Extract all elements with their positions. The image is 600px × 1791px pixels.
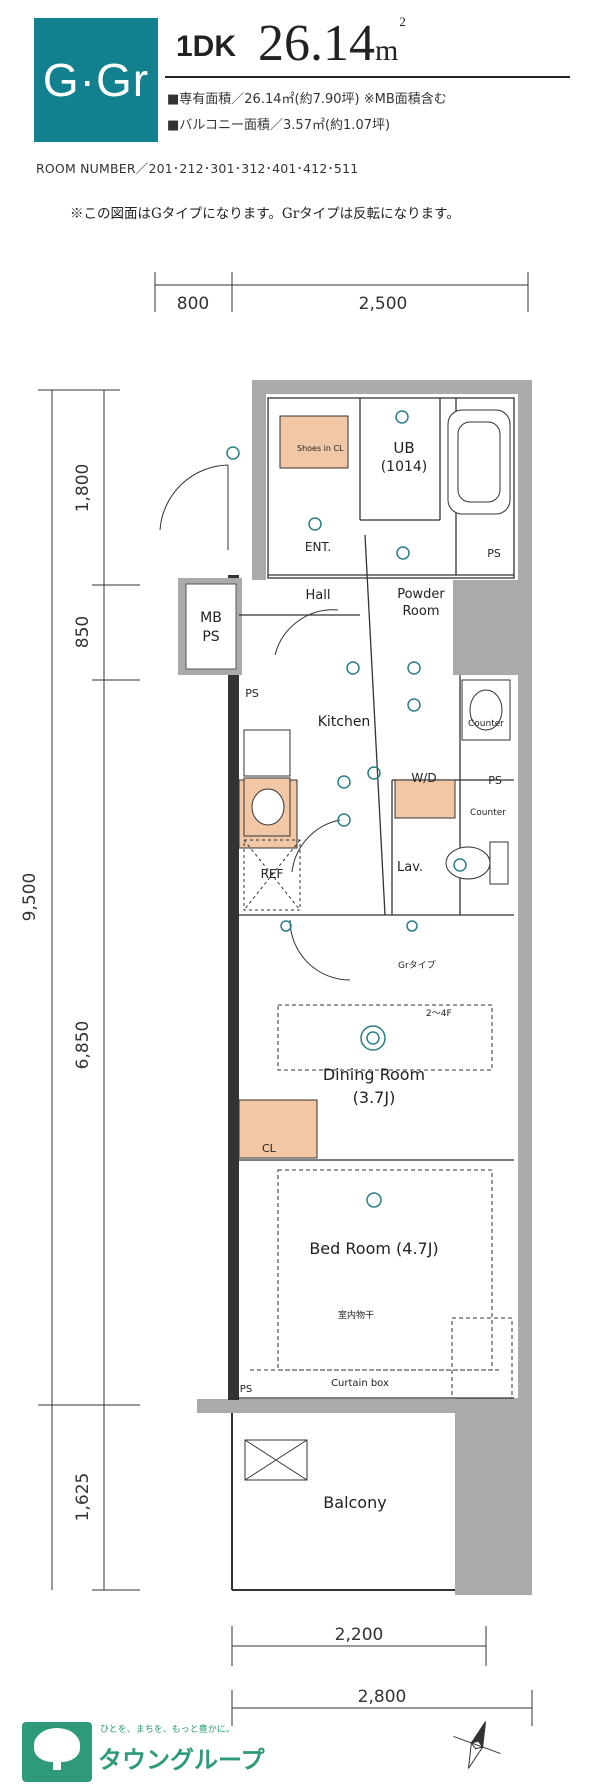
brand-logo: [22, 1722, 92, 1782]
header-rule: [165, 76, 570, 78]
dim-left-1800: 1,800: [73, 464, 93, 513]
label-balcony: Balcony: [323, 1493, 386, 1512]
reversal-note: ※この図面はGタイプになります。Grタイプは反転になります。: [70, 206, 460, 222]
room-labels: Shoes in CL UB (1014) ENT. PS Hall Powde…: [200, 439, 506, 1512]
label-ub: UB: [393, 439, 414, 457]
compass-icon: [453, 1721, 501, 1769]
label-indoor-dryer: 室内物干: [338, 1309, 374, 1321]
dim-left-6850: 6,850: [73, 1021, 93, 1070]
label-wd: W/D: [411, 771, 436, 785]
dashed-outlines: [250, 1004, 513, 1399]
label-dining-size: (3.7J): [353, 1088, 396, 1107]
type-badge-text: G·Gr: [42, 54, 150, 106]
label-ub-size: (1014): [381, 459, 428, 475]
tree-trunk-icon: [53, 1760, 61, 1770]
label-kitchen: Kitchen: [318, 714, 371, 730]
label-hall: Hall: [306, 588, 331, 603]
label-counter-2: Counter: [470, 808, 506, 818]
kitchen-fixtures: [243, 729, 301, 911]
label-ref: REF: [261, 867, 284, 881]
label-counter-1: Counter: [468, 719, 504, 729]
label-ps-top: PS: [487, 547, 501, 560]
bathtub: [447, 409, 511, 515]
label-ps-right: PS: [488, 774, 502, 787]
walls: [178, 380, 532, 1595]
dim-left-9500: 9,500: [20, 873, 40, 922]
label-lav: Lav.: [397, 860, 423, 875]
dim-left-850: 850: [73, 616, 93, 648]
ceiling-fixtures: [226, 410, 467, 1208]
label-shoes-cl: Shoes in CL: [297, 444, 344, 453]
label-dining-room: Dining Room: [323, 1065, 425, 1084]
dim-top-2500: 2,500: [359, 294, 408, 314]
floor-area: 26.14m2: [258, 14, 406, 73]
label-ps-bottom: PS: [240, 1384, 252, 1395]
ac-unit: [244, 1439, 308, 1481]
dimension-lines: [38, 272, 533, 1726]
label-ent: ENT.: [305, 540, 331, 554]
label-powder-room-1: Powder: [397, 587, 445, 602]
tree-icon: [34, 1728, 80, 1762]
label-gr-type: Grタイプ: [398, 960, 436, 971]
label-curtain-box: Curtain box: [331, 1378, 389, 1389]
label-mb-ps: PS: [202, 629, 219, 645]
dimension-labels: 800 2,500 1,800 850 9,500 6,850 1,625 2,…: [20, 294, 407, 1707]
dim-bottom-2200: 2,200: [335, 1625, 384, 1645]
brand-name: タウングループ: [98, 1746, 265, 1774]
label-bed-room: Bed Room (4.7J): [309, 1239, 438, 1258]
type-badge: G·Gr: [34, 18, 158, 142]
spec-line-1: ■専有面積／26.14㎡(約7.90坪) ※MB面積含む: [167, 92, 447, 107]
label-powder-room-2: Room: [402, 604, 439, 619]
label-floor-note: 2～4F: [426, 1009, 452, 1019]
dim-left-1625: 1,625: [73, 1473, 93, 1522]
layout-type: 1DK: [176, 30, 237, 63]
room-numbers: ROOM NUMBER／201･212･301･312･401･412･511: [36, 161, 359, 176]
floor-area-unit: m: [375, 34, 399, 67]
toilet: [445, 841, 509, 885]
floor-area-value: 26.14: [258, 15, 375, 72]
dim-bottom-2800: 2,800: [358, 1687, 407, 1707]
floor-area-sup: 2: [399, 14, 406, 29]
label-mb: MB: [200, 610, 222, 626]
label-cl: CL: [262, 1142, 277, 1155]
dim-top-800: 800: [177, 294, 209, 314]
label-ps-left: PS: [245, 687, 259, 700]
spec-line-2: ■バルコニー面積／3.57㎡(約1.07坪): [167, 118, 391, 133]
brand-tagline: ひとを、まちを、もっと豊かに。: [100, 1725, 235, 1735]
door-swings: [159, 464, 351, 981]
washbasin: [461, 679, 511, 741]
